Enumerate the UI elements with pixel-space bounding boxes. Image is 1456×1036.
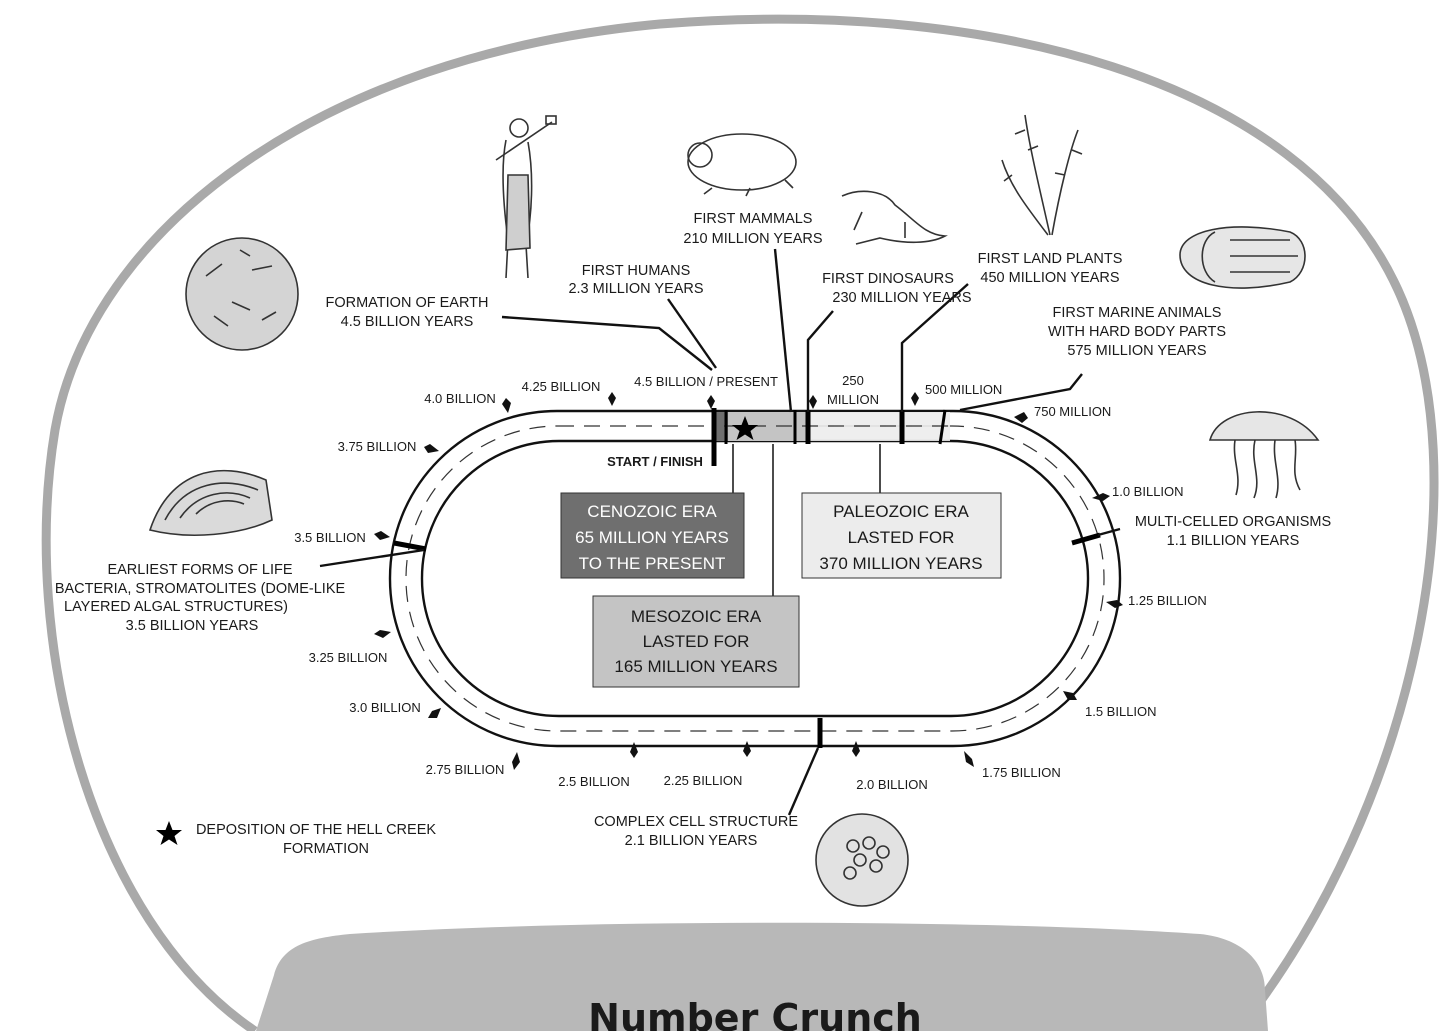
caveman-illustration — [495, 115, 557, 279]
tick-pins — [374, 392, 1123, 770]
complex-cell-label: COMPLEX CELL STRUCTURE — [594, 814, 798, 830]
first-mammals-label: FIRST MAMMALS — [694, 211, 813, 227]
svg-text:MESOZOIC ERA: MESOZOIC ERA — [631, 607, 762, 626]
svg-text:LAYERED ALGAL STRUCTURES): LAYERED ALGAL STRUCTURES) — [64, 599, 288, 615]
start-finish-label: START / FINISH — [607, 454, 703, 469]
boundary-marks — [393, 408, 1101, 748]
svg-text:3.25 BILLION: 3.25 BILLION — [309, 650, 388, 665]
svg-text:CENOZOIC ERA: CENOZOIC ERA — [587, 502, 717, 521]
cenozoic-box: CENOZOIC ERA 65 MILLION YEARS TO THE PRE… — [560, 492, 745, 579]
first-dinosaurs-label: FIRST DINOSAURS — [822, 271, 954, 287]
svg-text:LASTED FOR: LASTED FOR — [643, 632, 750, 651]
paleozoic-box: PALEOZOIC ERA LASTED FOR 370 MILLION YEA… — [801, 492, 1002, 579]
svg-text:165 MILLION YEARS: 165 MILLION YEARS — [614, 657, 777, 676]
svg-text:FORMATION: FORMATION — [283, 841, 369, 857]
svg-text:PALEOZOIC ERA: PALEOZOIC ERA — [833, 502, 969, 521]
star-legend-icon — [156, 821, 182, 845]
lizard-illustration — [841, 190, 948, 245]
formation-earth-label: FORMATION OF EARTH — [326, 295, 489, 311]
svg-text:230 MILLION YEARS: 230 MILLION YEARS — [832, 290, 971, 306]
svg-text:3.5 BILLION YEARS: 3.5 BILLION YEARS — [126, 618, 259, 634]
hell-creek-star-icon — [732, 416, 758, 440]
land-plant-illustration — [1001, 114, 1083, 236]
mesozoic-box: MESOZOIC ERA LASTED FOR 165 MILLION YEAR… — [592, 595, 800, 688]
svg-text:1.25 BILLION: 1.25 BILLION — [1128, 593, 1207, 608]
svg-text:250: 250 — [842, 373, 864, 388]
svg-text:WITH HARD BODY PARTS: WITH HARD BODY PARTS — [1048, 324, 1226, 340]
tick-labels: 4.5 BILLION / PRESENT 250 MILLION 500 MI… — [294, 373, 1207, 792]
svg-text:BACTERIA, STROMATOLITES (DOME-: BACTERIA, STROMATOLITES (DOME-LIKE — [55, 581, 346, 597]
svg-text:LASTED FOR: LASTED FOR — [848, 528, 955, 547]
svg-text:DEPOSITION OF THE HELL CREEK: DEPOSITION OF THE HELL CREEK — [196, 822, 436, 838]
svg-text:1.5 BILLION: 1.5 BILLION — [1085, 704, 1157, 719]
svg-text:750 MILLION: 750 MILLION — [1034, 404, 1111, 419]
svg-text:4.5 BILLION YEARS: 4.5 BILLION YEARS — [341, 314, 474, 330]
svg-text:TO THE PRESENT: TO THE PRESENT — [579, 554, 726, 573]
svg-text:2.1 BILLION YEARS: 2.1 BILLION YEARS — [625, 833, 758, 849]
first-land-plants-label: FIRST LAND PLANTS — [978, 251, 1123, 267]
svg-text:1.1 BILLION YEARS: 1.1 BILLION YEARS — [1167, 533, 1300, 549]
svg-text:4.5 BILLION / PRESENT: 4.5 BILLION / PRESENT — [634, 374, 778, 389]
svg-text:2.0 BILLION: 2.0 BILLION — [856, 777, 928, 792]
svg-text:3.0 BILLION: 3.0 BILLION — [349, 700, 421, 715]
legend: DEPOSITION OF THE HELL CREEK FORMATION — [156, 821, 436, 857]
cell-illustration — [815, 813, 909, 907]
leader-lines — [319, 248, 1121, 816]
svg-text:2.75 BILLION: 2.75 BILLION — [426, 762, 505, 777]
stromatolite-illustration — [148, 469, 273, 536]
time-track — [388, 409, 1122, 748]
svg-text:450 MILLION YEARS: 450 MILLION YEARS — [980, 270, 1119, 286]
svg-text:1.75 BILLION: 1.75 BILLION — [982, 765, 1061, 780]
svg-text:2.3 MILLION YEARS: 2.3 MILLION YEARS — [568, 281, 703, 297]
svg-text:2.25 BILLION: 2.25 BILLION — [664, 773, 743, 788]
svg-text:MILLION: MILLION — [827, 392, 879, 407]
outer-frame — [41, 14, 1439, 1035]
mammal-illustration — [687, 133, 797, 197]
footer-banner: Number Crunch — [256, 922, 1268, 1036]
earliest-life-label: EARLIEST FORMS OF LIFE — [107, 562, 292, 578]
svg-text:4.0 BILLION: 4.0 BILLION — [424, 391, 496, 406]
svg-text:3.75 BILLION: 3.75 BILLION — [338, 439, 417, 454]
first-marine-animals-label: FIRST MARINE ANIMALS — [1053, 305, 1222, 321]
svg-text:370 MILLION YEARS: 370 MILLION YEARS — [819, 554, 982, 573]
svg-text:210 MILLION YEARS: 210 MILLION YEARS — [683, 231, 822, 247]
svg-text:65 MILLION YEARS: 65 MILLION YEARS — [575, 528, 729, 547]
event-labels: FIRST MAMMALS 210 MILLION YEARS FIRST HU… — [55, 211, 1331, 849]
svg-text:1.0 BILLION: 1.0 BILLION — [1112, 484, 1184, 499]
svg-text:3.5 BILLION: 3.5 BILLION — [294, 530, 366, 545]
jellyfish-illustration — [1208, 411, 1320, 499]
svg-text:2.5 BILLION: 2.5 BILLION — [558, 774, 630, 789]
multi-celled-label: MULTI-CELLED ORGANISMS — [1135, 514, 1331, 530]
first-humans-label: FIRST HUMANS — [582, 263, 691, 279]
trilobite-illustration — [1179, 226, 1306, 289]
svg-text:575 MILLION YEARS: 575 MILLION YEARS — [1067, 343, 1206, 359]
microfossil-illustration — [185, 237, 299, 351]
svg-text:500 MILLION: 500 MILLION — [925, 382, 1002, 397]
footer-title: Number Crunch — [588, 996, 922, 1031]
svg-text:4.25 BILLION: 4.25 BILLION — [522, 379, 601, 394]
